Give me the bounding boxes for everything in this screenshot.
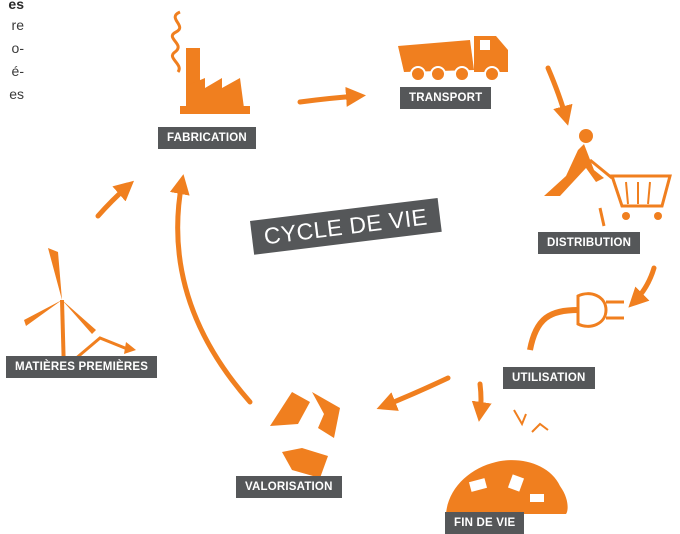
label-fabrication: FABRICATION <box>158 127 256 149</box>
cycle-arrows <box>95 65 657 422</box>
side-text-fragment: es re o- é- es <box>0 0 24 106</box>
plug-icon <box>527 292 624 351</box>
shopping-cart-icon <box>544 129 672 227</box>
label-valorisation: VALORISATION <box>236 476 342 498</box>
arrow-distribution-to-utilisation <box>628 265 657 308</box>
arrow-transport-to-distribution <box>545 65 573 126</box>
recycle-icon <box>270 392 340 478</box>
side-text-line: re <box>11 17 24 33</box>
arrow-utilisation-to-fin-de-vie <box>471 381 492 422</box>
waste-pile-icon <box>446 409 568 514</box>
side-text-line: é- <box>11 63 24 79</box>
label-transport: TRANSPORT <box>400 87 492 109</box>
truck-icon <box>398 36 508 82</box>
arrow-utilisation-to-valorisation <box>376 375 451 411</box>
arrow-valorisation-to-fabrication <box>169 174 253 405</box>
arrow-matieres-to-fabrication <box>95 180 135 219</box>
label-matieres-premieres: MATIÈRES PREMIÈRES <box>6 356 158 378</box>
wind-turbine-icon <box>24 248 136 373</box>
label-utilisation: UTILISATION <box>503 367 595 389</box>
side-text-line: es <box>9 86 24 102</box>
label-fin-de-vie: FIN DE VIE <box>445 512 525 534</box>
side-text-line: es <box>8 0 24 12</box>
factory-icon <box>170 10 250 114</box>
arrow-fabrication-to-transport <box>297 86 366 107</box>
side-text-line: o- <box>11 40 24 56</box>
label-distribution: DISTRIBUTION <box>538 232 641 254</box>
